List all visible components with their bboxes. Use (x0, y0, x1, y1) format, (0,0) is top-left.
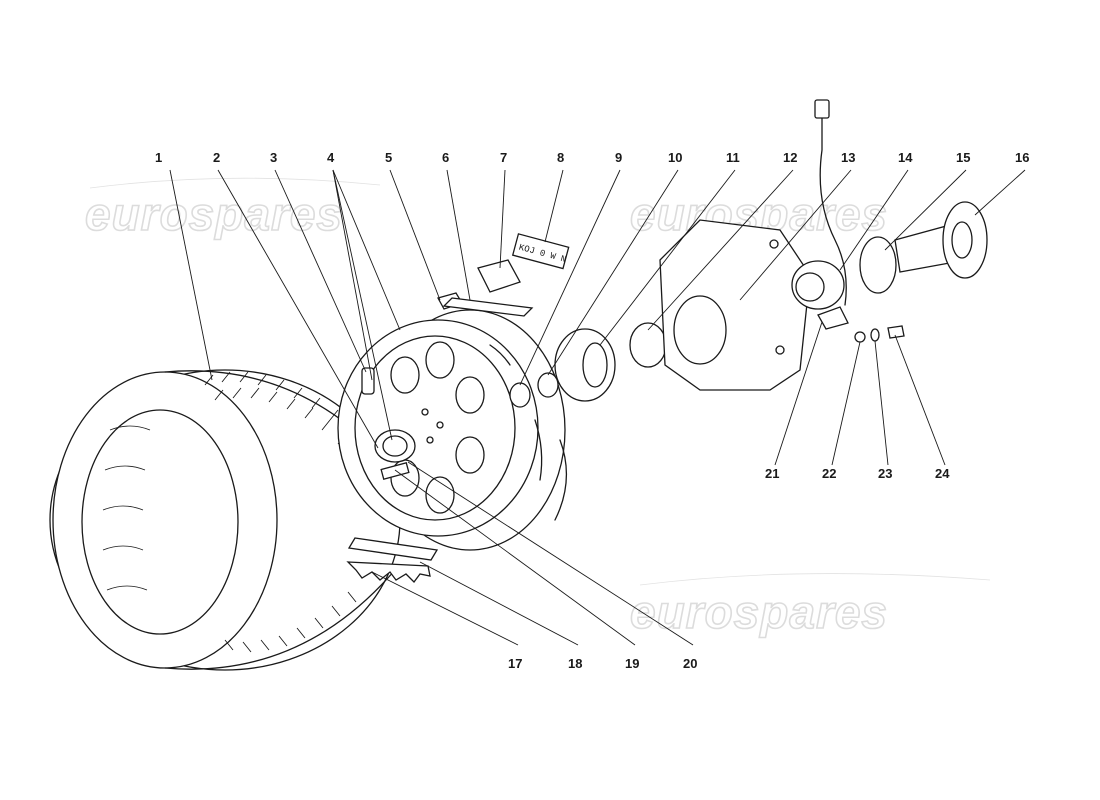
callout-11: 11 (726, 150, 740, 165)
callout-4: 4 (327, 150, 335, 165)
abs-sensor (817, 306, 849, 330)
callout-7: 7 (500, 150, 507, 165)
adhesive-weights (346, 561, 431, 583)
callout-13: 13 (841, 150, 855, 165)
leader-lines (169, 169, 1026, 646)
watermark-swoosh (89, 177, 381, 189)
center-cap (374, 429, 416, 480)
callout-15: 15 (956, 150, 970, 165)
callout-8: 8 (557, 150, 564, 165)
callout-22: 22 (822, 466, 836, 481)
weight-strip (442, 297, 534, 317)
valve (361, 367, 375, 395)
callout-16: 16 (1015, 150, 1029, 165)
spring-washer (870, 328, 880, 342)
callout-21: 21 (765, 466, 779, 481)
drive-shaft (894, 201, 988, 279)
washer (854, 331, 866, 343)
seal (509, 382, 531, 408)
callout-5: 5 (385, 150, 392, 165)
bolt (887, 325, 905, 339)
hub-flange (554, 328, 616, 402)
callout-18: 18 (568, 656, 582, 671)
ring (537, 372, 559, 398)
callout-19: 19 (625, 656, 639, 671)
tyre-label: KOJ 0 W N (511, 233, 570, 270)
callout-1: 1 (155, 150, 162, 165)
balance-weight (477, 259, 521, 293)
callout-20: 20 (683, 656, 697, 671)
tire (49, 369, 401, 671)
weight-strip-lower (347, 537, 439, 561)
callout-17: 17 (508, 656, 522, 671)
callout-12: 12 (783, 150, 797, 165)
callout-6: 6 (442, 150, 449, 165)
callout-2: 2 (213, 150, 220, 165)
callout-24: 24 (935, 466, 950, 481)
sensor-cable (819, 109, 847, 306)
callout-10: 10 (668, 150, 682, 165)
watermark-bottom-right: eurospares (630, 586, 888, 638)
outer-seal (859, 236, 897, 294)
callout-3: 3 (270, 150, 277, 165)
callout-9: 9 (615, 150, 622, 165)
callout-labels: 1 2 3 4 5 6 7 8 9 10 11 12 13 14 15 16 2… (155, 150, 1029, 671)
hub-carrier (659, 219, 811, 391)
sensor-connector (814, 99, 830, 119)
watermark-top-left: eurospares (85, 188, 343, 240)
watermark-swoosh (639, 573, 991, 586)
bearing (791, 260, 845, 310)
callout-14: 14 (898, 150, 913, 165)
callout-23: 23 (878, 466, 892, 481)
